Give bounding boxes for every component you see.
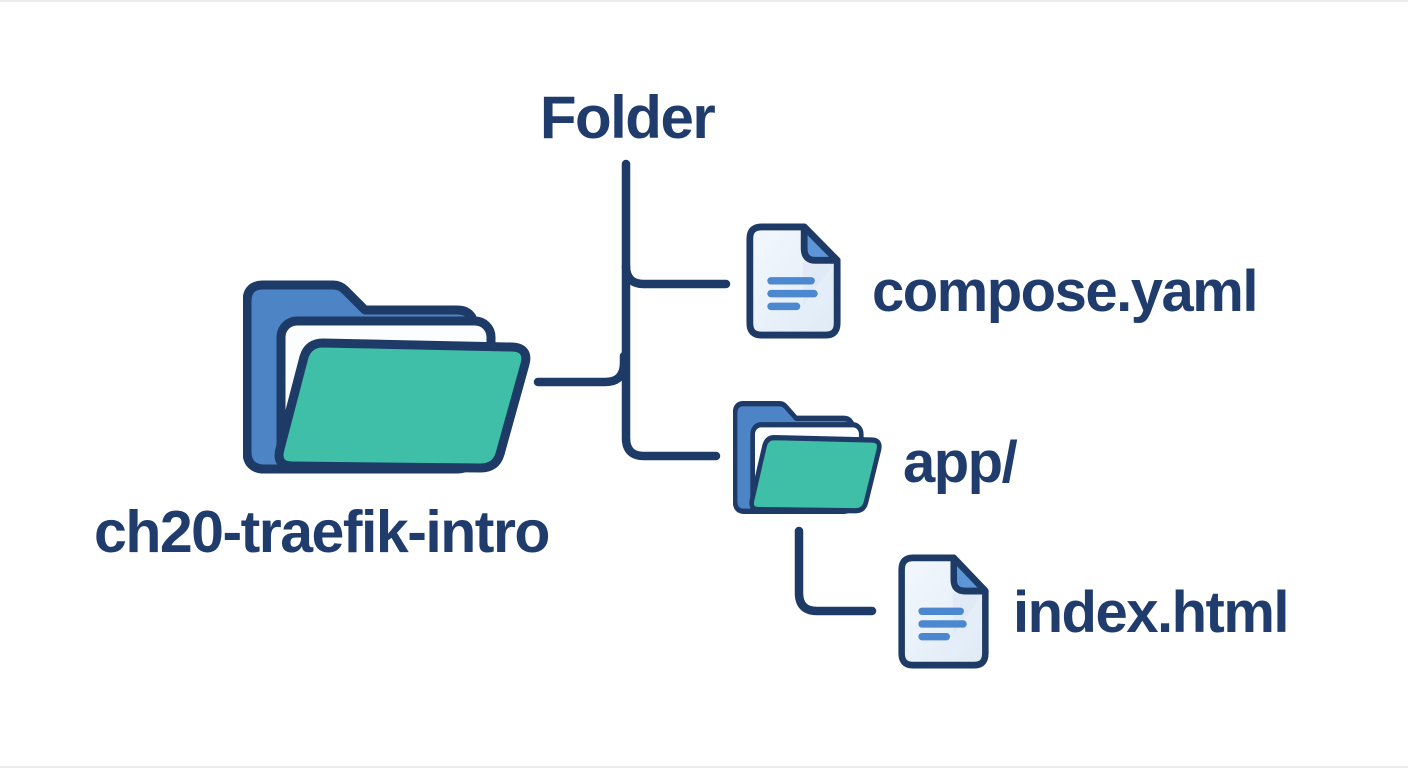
app-folder-open-icon: [733, 399, 883, 516]
connector-branch-compose: [621, 261, 731, 289]
index-html-document-icon: [897, 553, 990, 670]
app-folder-label: app/: [903, 430, 1018, 495]
connector-trunk-to-app: [621, 159, 721, 461]
index-html-label: index.html: [1013, 580, 1290, 645]
root-folder-open-icon: [243, 277, 533, 477]
bottom-edge-line: [0, 766, 1408, 768]
connector-rootfolder-to-trunk: [533, 351, 629, 387]
diagram-title: Folder: [539, 84, 716, 151]
connector-app-to-index: [794, 526, 877, 616]
top-edge-line: [0, 0, 1408, 2]
compose-yaml-document-icon: [745, 222, 842, 340]
compose-yaml-label: compose.yaml: [872, 259, 1258, 324]
root-folder-label: ch20-traefik-intro: [94, 499, 550, 565]
